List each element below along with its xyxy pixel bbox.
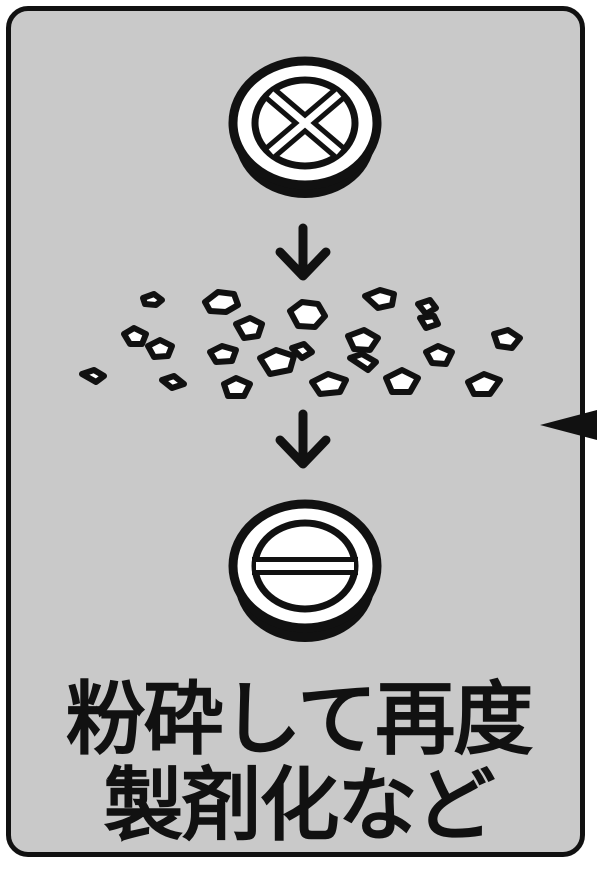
scored-tablet-cross-icon: [228, 56, 382, 198]
pointer-triangle-icon: [540, 410, 597, 440]
arrow-down-icon: [275, 223, 331, 281]
caption-line-2: 製剤化など: [103, 759, 496, 852]
tablet-fragments: [79, 287, 523, 399]
arrow-down-icon: [275, 409, 331, 469]
caption-line-1: 粉砕して再度: [65, 673, 534, 766]
tablet-single-score-icon: [228, 499, 382, 642]
